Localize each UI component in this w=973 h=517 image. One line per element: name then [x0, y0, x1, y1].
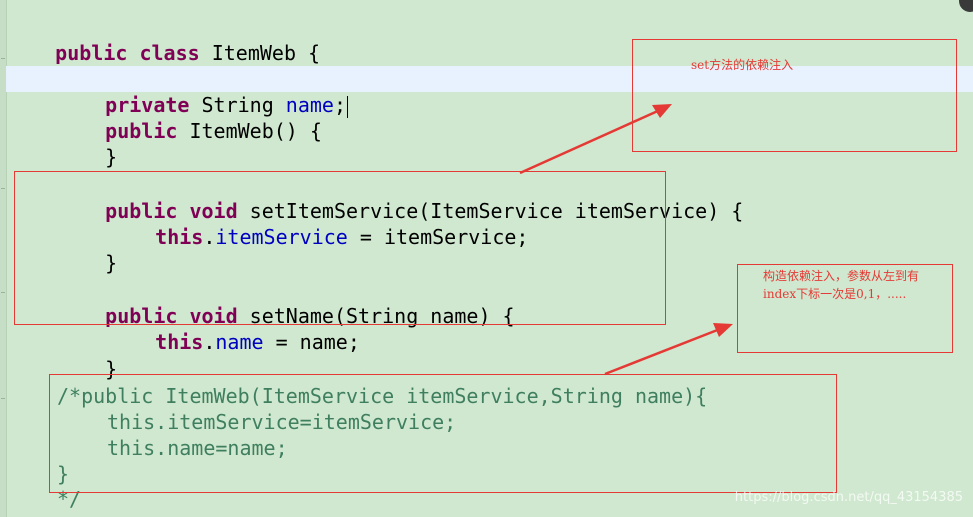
setter-highlight-box [14, 171, 666, 325]
gutter-marker [1, 188, 5, 189]
code-line-field-itemservice[interactable]: private ItemService itemService; [57, 40, 490, 91]
comment-line[interactable]: this.name=name; [107, 436, 288, 460]
code-line-field-name[interactable]: private String name; [6, 66, 973, 118]
constructor-note-line2: index下标一次是0,1，..... [763, 287, 907, 301]
setter-note-box: set方法的依赖注入 [632, 39, 957, 152]
code-line-constructor[interactable]: public ItemWeb() { [105, 119, 322, 143]
comment-line[interactable]: /*public ItemWeb(ItemService itemService… [57, 384, 708, 408]
code-line-assign-itemservice[interactable]: this.itemService = itemService; [155, 225, 529, 249]
comment-line[interactable]: */ [57, 487, 82, 511]
gutter-marker [1, 58, 5, 59]
code-line-setitemservice[interactable]: public void setItemService(ItemService i… [105, 199, 744, 223]
code-line-class-decl[interactable]: public class ItemWeb { [55, 41, 321, 65]
constructor-note-box: 构造依赖注入，参数从左到有 index下标一次是0,1，..... [737, 264, 953, 353]
window-corner-button[interactable] [959, 0, 973, 12]
code-line-brace[interactable]: } [105, 145, 118, 169]
text-cursor [347, 95, 349, 118]
code-line-assign-name[interactable]: this.name = name; [155, 330, 360, 354]
editor-gutter [0, 0, 7, 517]
gutter-marker [1, 398, 5, 399]
gutter-marker [1, 292, 5, 293]
constructor-note-line1: 构造依赖注入，参数从左到有 [763, 269, 920, 283]
constructor-highlight-box [49, 374, 837, 493]
code-line-brace[interactable]: } [105, 251, 118, 275]
comment-line[interactable]: this.itemService=itemService; [107, 410, 457, 434]
setter-note-text: set方法的依赖注入 [691, 58, 794, 72]
code-line-brace[interactable]: } [105, 357, 118, 381]
comment-line[interactable]: } [57, 462, 70, 486]
watermark: https://blog.csdn.net/qq_43154385 [734, 490, 963, 505]
